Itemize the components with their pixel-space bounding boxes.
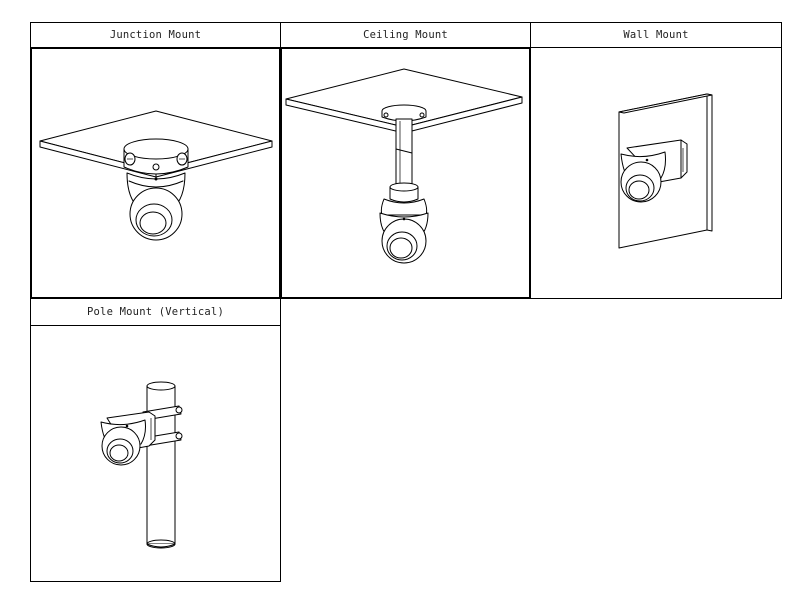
- junction-box: [123, 138, 189, 175]
- junction-mount-illustration: [39, 110, 273, 241]
- panel-ceiling-mount: [280, 47, 531, 299]
- panel-pole-mount: [30, 325, 281, 582]
- dome-camera: [100, 419, 146, 466]
- pendant-pole: [395, 118, 413, 190]
- title-junction-mount: Junction Mount: [30, 22, 281, 48]
- panel-wall-mount: [530, 47, 782, 299]
- wall-mount-illustration: [618, 93, 713, 249]
- panel-junction-mount: [30, 47, 281, 299]
- title-pole-mount: Pole Mount (Vertical): [30, 298, 281, 326]
- pendant-adapter: [380, 182, 428, 216]
- title-ceiling-mount: Ceiling Mount: [280, 22, 531, 48]
- pole-mount-illustration: [100, 381, 183, 549]
- dome-camera: [126, 172, 186, 241]
- title-wall-mount: Wall Mount: [530, 22, 782, 48]
- dome-camera: [379, 212, 429, 264]
- dome-camera: [620, 151, 666, 203]
- ceiling-bracket: [381, 104, 427, 122]
- ceiling-mount-illustration: [285, 68, 523, 264]
